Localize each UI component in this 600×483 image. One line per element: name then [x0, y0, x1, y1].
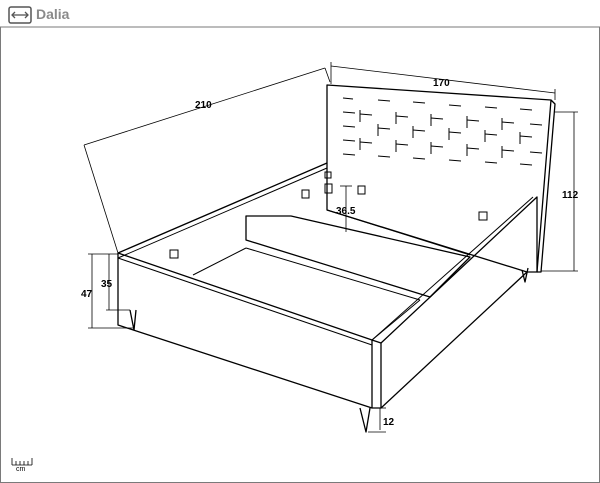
dim-total-height: 47	[81, 289, 93, 300]
dim-leg-height: 12	[383, 417, 395, 428]
bracket-4	[357, 185, 366, 195]
leg-front-left	[129, 309, 137, 331]
left-rail-top	[117, 162, 328, 254]
footboard-corner	[117, 252, 382, 409]
dimension-lines	[83, 62, 578, 433]
bracket-6	[324, 171, 332, 179]
bracket-5	[478, 211, 488, 221]
scale-bar	[11, 458, 33, 466]
bracket-3	[324, 183, 333, 194]
leg-front-right	[359, 407, 371, 433]
headboard-side	[537, 99, 556, 273]
center-beam	[245, 215, 471, 298]
footboard	[117, 253, 373, 409]
header: Dalia	[0, 0, 600, 28]
page-border	[0, 26, 600, 483]
dim-headboard-height: 112	[562, 190, 579, 201]
right-rail	[380, 196, 538, 344]
page-title: Dalia	[36, 6, 70, 22]
bed-outline	[117, 84, 556, 433]
scale-unit-label: cm	[16, 466, 26, 473]
leg-back-right	[521, 267, 529, 283]
bracket-2	[301, 189, 310, 199]
right-rail-bottom	[380, 271, 528, 409]
headboard-quilting	[342, 97, 543, 166]
dim-frame-height: 35	[101, 279, 113, 290]
dim-length: 210	[195, 100, 212, 111]
brackets	[169, 171, 488, 259]
width-arrow-icon	[8, 6, 32, 24]
headboard	[326, 84, 552, 273]
dim-width: 170	[433, 78, 450, 89]
bracket-1	[169, 249, 179, 259]
dim-inner-depth: 36.5	[336, 206, 356, 217]
